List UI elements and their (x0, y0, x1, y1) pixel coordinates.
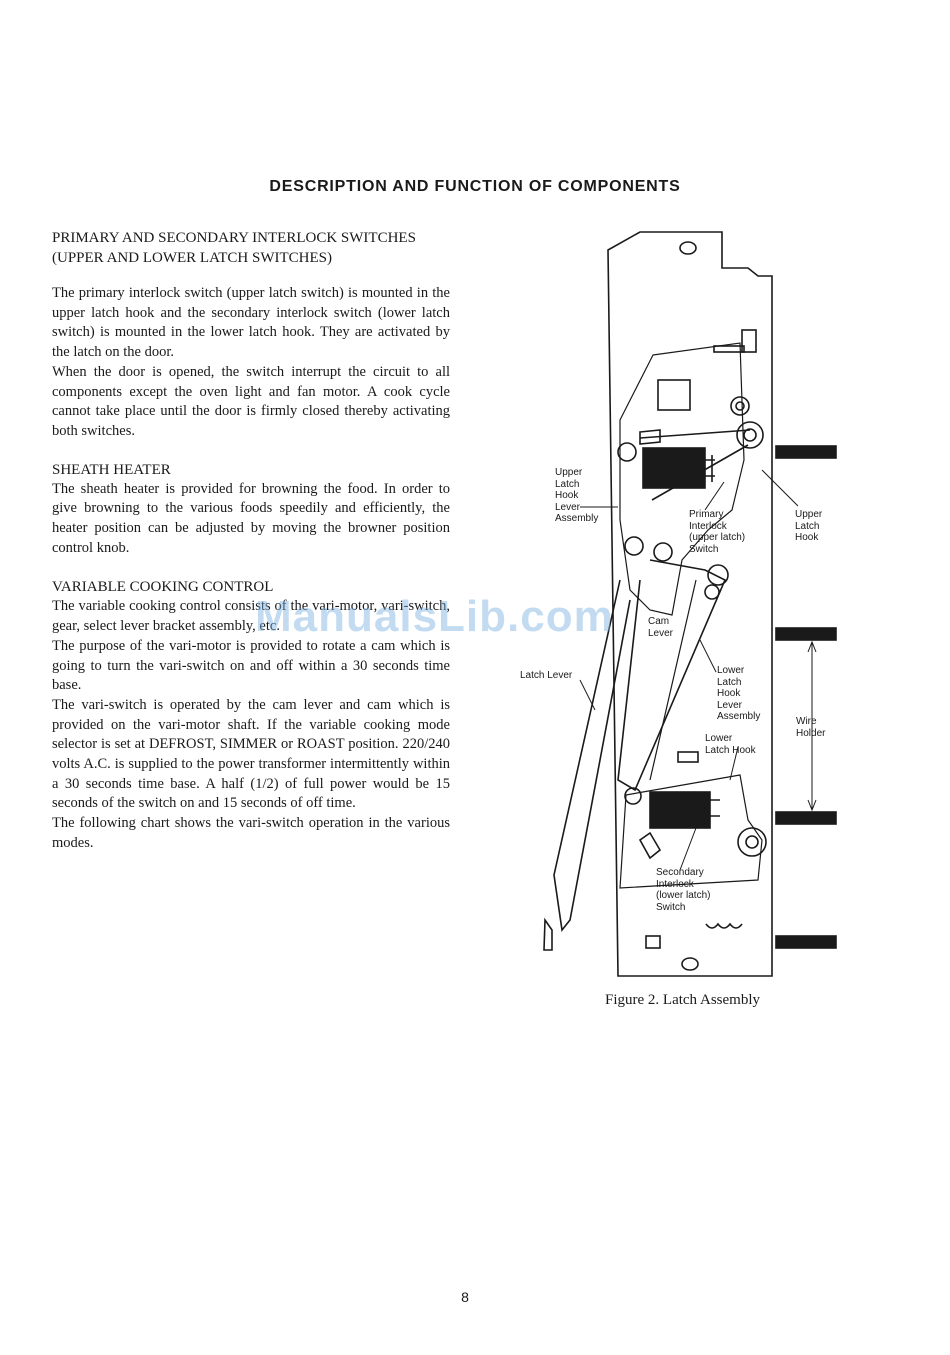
label-primary-interlock: Primary Interlock (upper latch) Switch (689, 509, 746, 555)
label-upper-latch-hook: Upper Latch Hook (795, 509, 823, 543)
paragraph: The vari-switch is operated by the cam l… (52, 696, 450, 812)
watermark-logo: ManualsLib.com (255, 592, 614, 641)
figure-caption: Figure 2. Latch Assembly (605, 992, 760, 1008)
paragraph: The sheath heater is provided for browni… (52, 480, 450, 556)
latch-assembly-drawing (543, 231, 837, 977)
label-latch-lever: Latch Lever (520, 670, 573, 681)
paragraph: The purpose of the vari-motor is provide… (52, 637, 450, 694)
label-cam-lever: Cam Lever (648, 616, 674, 639)
section-heading-sheath-heater: SHEATH HEATER (52, 461, 171, 478)
paragraph: When the door is opened, the switch inte… (52, 363, 450, 439)
label-secondary-interlock: Secondary Interlock (lower latch) Switch (656, 867, 711, 913)
page-title: DESCRIPTION AND FUNCTION OF COMPONENTS (269, 178, 681, 195)
paragraph: The following chart shows the vari-switc… (52, 815, 450, 851)
text-column: PRIMARY AND SECONDARY INTERLOCK SWITCHES… (52, 228, 450, 854)
paragraph: The primary interlock switch (upper latc… (52, 285, 450, 361)
label-lower-latch-hook-lever: Lower Latch Hook Lever Assembly (717, 665, 761, 722)
section-heading-interlock: PRIMARY AND SECONDARY INTERLOCK SWITCHES… (52, 230, 416, 266)
label-lower-latch-hook: Lower Latch Hook (705, 733, 756, 756)
section-heading-variable-cooking: VARIABLE COOKING CONTROL (52, 579, 274, 596)
label-upper-latch-hook-lever: Upper Latch Hook Lever Assembly (555, 467, 599, 524)
paragraph: The variable cooking control consists of… (52, 598, 450, 635)
page-number: 8 (461, 1289, 469, 1305)
label-wire-holder: Wire Holder (796, 716, 826, 739)
latch-assembly-figure: Upper Latch Hook Lever Assembly Primary … (500, 220, 900, 1020)
